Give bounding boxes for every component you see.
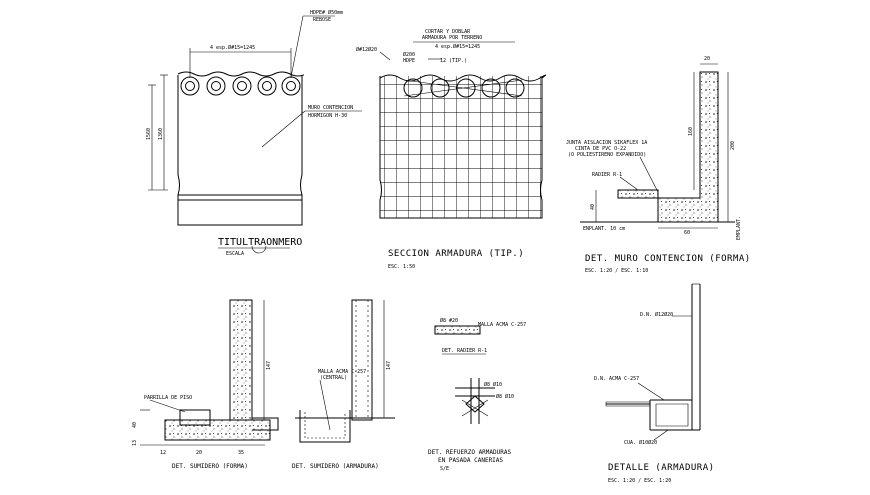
view-subtitle-2: ESC. 1:50 xyxy=(388,264,415,270)
dim-147-a: 147 xyxy=(266,361,272,370)
pipe-material: HDPE xyxy=(403,58,415,64)
view-subtitle-3: ESC. 1:20 / ESC. 1:10 xyxy=(585,268,648,274)
wall-label-2: HORMIGON H-30 xyxy=(308,113,347,119)
joint-label: JUNTA AISLACION SIKAFLEX 1A xyxy=(566,140,647,146)
view-subtitle-7: ESC. 1:20 / ESC. 1:20 xyxy=(608,478,671,484)
dim-40-b: 40 xyxy=(132,422,138,428)
view-wall-detail: 20 160 200 40 60 JUNTA AISLACION SIKAFLE… xyxy=(566,56,751,274)
view-title-6b: DET. REFUERZO ARMADURAS xyxy=(428,449,511,456)
view-small-details: MALLA ACMA C-257 Ø8 #20 DET. RADIER R-1 … xyxy=(428,317,526,472)
view-reinforcement-section: CORTAR Y DOBLAR ARMADURA POR TERRENO 4 e… xyxy=(356,29,546,270)
pipe-spacing: 4 esp.Ø#15=1245 xyxy=(210,44,255,51)
dim-13: 13 xyxy=(132,440,138,446)
view-sump-form: PARRILLA DE PISO 147 12 20 35 40 13 DET.… xyxy=(132,299,279,470)
view-title-4: DET. SUMIDERO (FORMA) xyxy=(172,463,248,470)
joint-label-2: CINTA DE PVC O-22 xyxy=(575,146,626,152)
pipe-icons xyxy=(180,76,301,96)
dim-12: 12 xyxy=(160,450,166,456)
view-sump-rebar: 147 MALLA ACMA C-257 (CENTRAL) DET. SUMI… xyxy=(292,299,395,470)
wall-label: MURO CONTENCION xyxy=(308,105,353,111)
pipe-label-2: REBOSE xyxy=(313,17,331,23)
rebar-label-3: CUA. Ø10Ø20 xyxy=(624,439,657,446)
dim-1360: 1360 xyxy=(158,128,164,140)
grid-spacing: 4 esp.Ø#15=1245 xyxy=(435,43,480,50)
pipe-pass-detail xyxy=(455,378,495,424)
rebar-label-2: D.N. ACMA C-257 xyxy=(594,376,639,382)
view-title-1: TITULTRAONMERO xyxy=(218,237,302,248)
dim-20: 20 xyxy=(704,56,710,62)
small-label-3: Ø8 Ø10 xyxy=(484,381,502,388)
dim-35: 35 xyxy=(238,450,244,456)
grate-label: PARRILLA DE PISO xyxy=(144,395,192,401)
dim-20-b: 20 xyxy=(196,450,202,456)
dim-40: 40 xyxy=(590,204,596,210)
note-armadura: ARMADURA POR TERRENO xyxy=(422,35,482,41)
pipe-icons-2 xyxy=(403,78,525,98)
view-title-6a: DET. RADIER R-1 xyxy=(442,348,487,354)
view-subtitle-6: S/E xyxy=(440,466,449,472)
view-title-7: DETALLE (ARMADURA) xyxy=(608,463,715,473)
rebar-label-1: D.N. Ø12Ø20 xyxy=(640,311,673,318)
dim-1560: 1560 xyxy=(146,128,152,140)
enplant-label: ENPLANT. 10 cm xyxy=(583,226,625,232)
pipe-diameter: Ø200 xyxy=(403,51,415,58)
view-wall-elevation: 1360 1560 4 esp.Ø#15=1245 HDPE# Ø50mm RE… xyxy=(146,9,362,257)
dim-147-b: 147 xyxy=(386,361,392,370)
small-label-2: Ø8 #20 xyxy=(440,317,458,324)
mesh-label-2: (CENTRAL) xyxy=(320,375,347,381)
left-rebar-label: Ø#12Ø20 xyxy=(356,46,377,53)
view-title-2: SECCION ARMADURA (TIP.) xyxy=(388,249,524,259)
pipe-label: HDPE# Ø50mm xyxy=(310,9,343,16)
view-detail-rebar: D.N. Ø12Ø20 D.N. ACMA C-257 CUA. Ø10Ø20 … xyxy=(594,283,715,484)
small-label-1: MALLA ACMA C-257 xyxy=(478,322,526,328)
view-title-3: DET. MURO CONTENCION (FORMA) xyxy=(585,254,751,264)
emplant-label: EMPLANT. xyxy=(736,216,742,240)
mesh-label: MALLA ACMA C-257 xyxy=(318,369,366,375)
tip-spacing: 12 (TIP.) xyxy=(440,58,467,64)
note-cut: CORTAR Y DOBLAR xyxy=(425,29,471,35)
dim-60: 60 xyxy=(684,230,690,236)
dim-160: 160 xyxy=(688,127,694,136)
raiser-label: RADIER R-1 xyxy=(592,172,622,178)
view-title-5: DET. SUMIDERO (ARMADURA) xyxy=(292,463,379,470)
dim-200: 200 xyxy=(730,141,736,150)
joint-label-3: (O POLIESTIRENO EXPANDIDO) xyxy=(568,152,646,158)
view-subtitle-1: ESCALA xyxy=(226,251,244,257)
view-title-6c: EN PASADA CANERIAS xyxy=(438,457,503,464)
small-label-4: Ø8 Ø10 xyxy=(496,393,514,400)
